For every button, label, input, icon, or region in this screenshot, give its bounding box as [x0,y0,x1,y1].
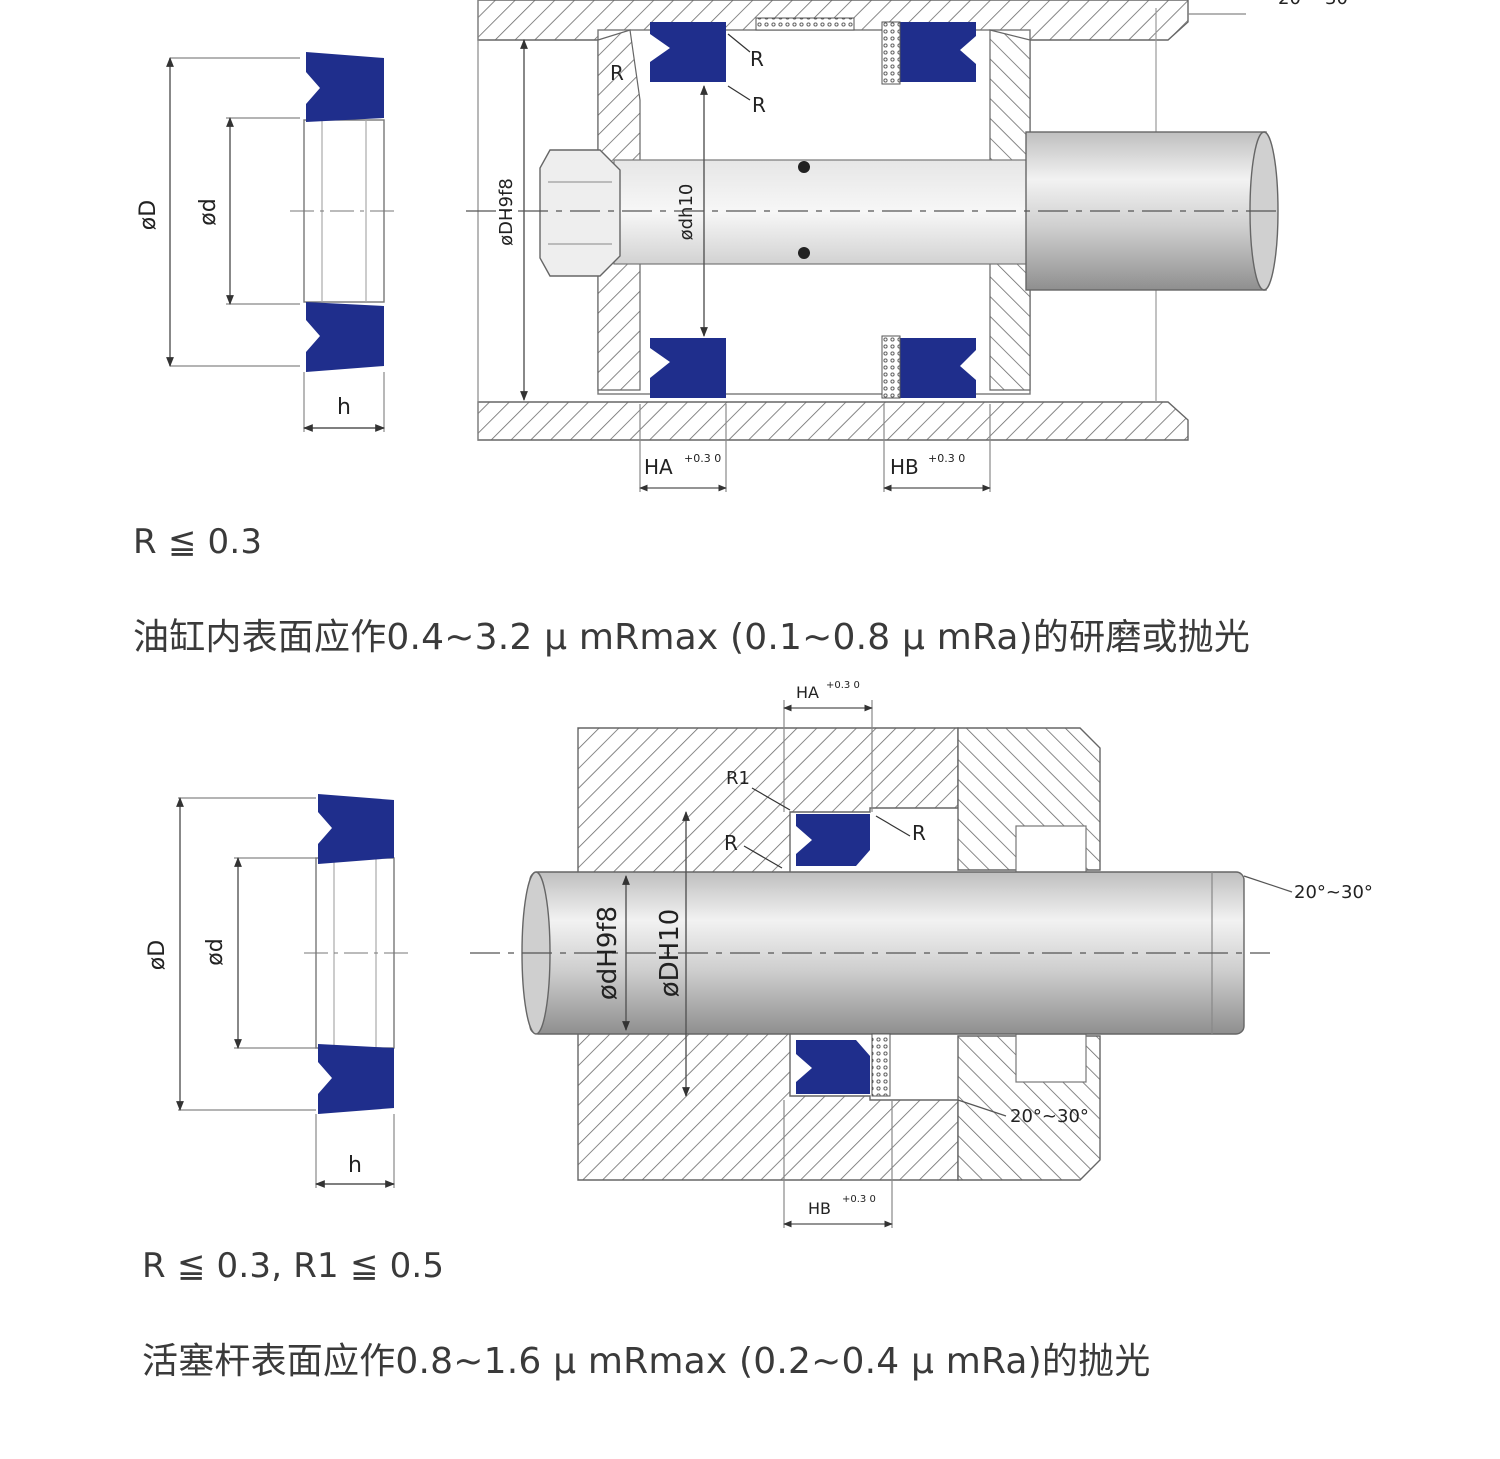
seal-rod-upper [796,814,870,866]
diameter-D-label: øD [145,940,170,970]
radius-R1-label: R1 [726,768,750,789]
radius-label: R [912,821,926,845]
chamfer-angle-label: 20°~30° [1294,882,1373,903]
tolerance-label: +0.3 0 [842,1194,876,1205]
seal-HA-upper [650,22,726,82]
tolerance-label: +0.3 0 [928,452,965,465]
top-cylinder-assembly: øDH9f8 ødh10 R R R HA +0.3 0 HB +0.3 0 2… [466,0,1357,492]
rod-diameter-label: ødH9f8 [593,906,623,1000]
groove-diameter-label: ødh10 [676,184,697,241]
radius-note: R ≦ 0.3 [133,522,263,562]
height-h-label: h [348,1153,362,1178]
groove-width-HB-label: HB [890,455,919,479]
bottom-rod-gland-assembly: ødH9f8 øDH10 HA +0.3 0 HB +0.3 0 R1 R R … [470,680,1373,1228]
groove-diameter-label: øDH10 [655,909,685,998]
top-seal-profile: øD ød h [136,52,400,432]
chamfer-angle-label: 20°~30° [1010,1106,1089,1127]
cylinder-surface-spec: 油缸内表面应作0.4~3.2 µ mRmax (0.1~0.8 µ mRa)的研… [133,617,1251,658]
groove-width-HB-label: HB [808,1199,831,1218]
tolerance-label: +0.3 0 [826,680,860,691]
diameter-d-label: ød [196,198,221,225]
seal-cross-section [318,1044,394,1114]
radius-label: R [750,47,764,71]
bore-diameter-label: øDH9f8 [496,178,517,246]
radius-label: R [724,831,738,855]
seal-cross-section [306,302,384,372]
groove-width-HA-label: HA [644,455,673,479]
seal-cross-section [318,794,394,864]
seal-HA-lower [650,338,726,398]
seal-HB-upper [900,22,976,82]
radius-note: R ≦ 0.3, R1 ≦ 0.5 [142,1246,445,1286]
seal-cross-section [306,52,384,122]
tolerance-label: +0.3 0 [684,452,721,465]
radius-label: R [610,61,624,85]
groove-width-HA-label: HA [796,683,819,702]
diameter-d-label: ød [203,938,228,965]
chamfer-angle-label: 20°~30° [1278,0,1357,9]
diameter-D-label: øD [136,200,161,230]
rod-surface-spec: 活塞杆表面应作0.8~1.6 µ mRmax (0.2~0.4 µ mRa)的抛… [142,1341,1151,1382]
seal-rod-lower [796,1040,870,1094]
height-h-label: h [337,395,351,420]
seal-HB-lower [900,338,976,398]
bottom-seal-profile: øD ød h [145,794,408,1188]
radius-label: R [752,93,766,117]
